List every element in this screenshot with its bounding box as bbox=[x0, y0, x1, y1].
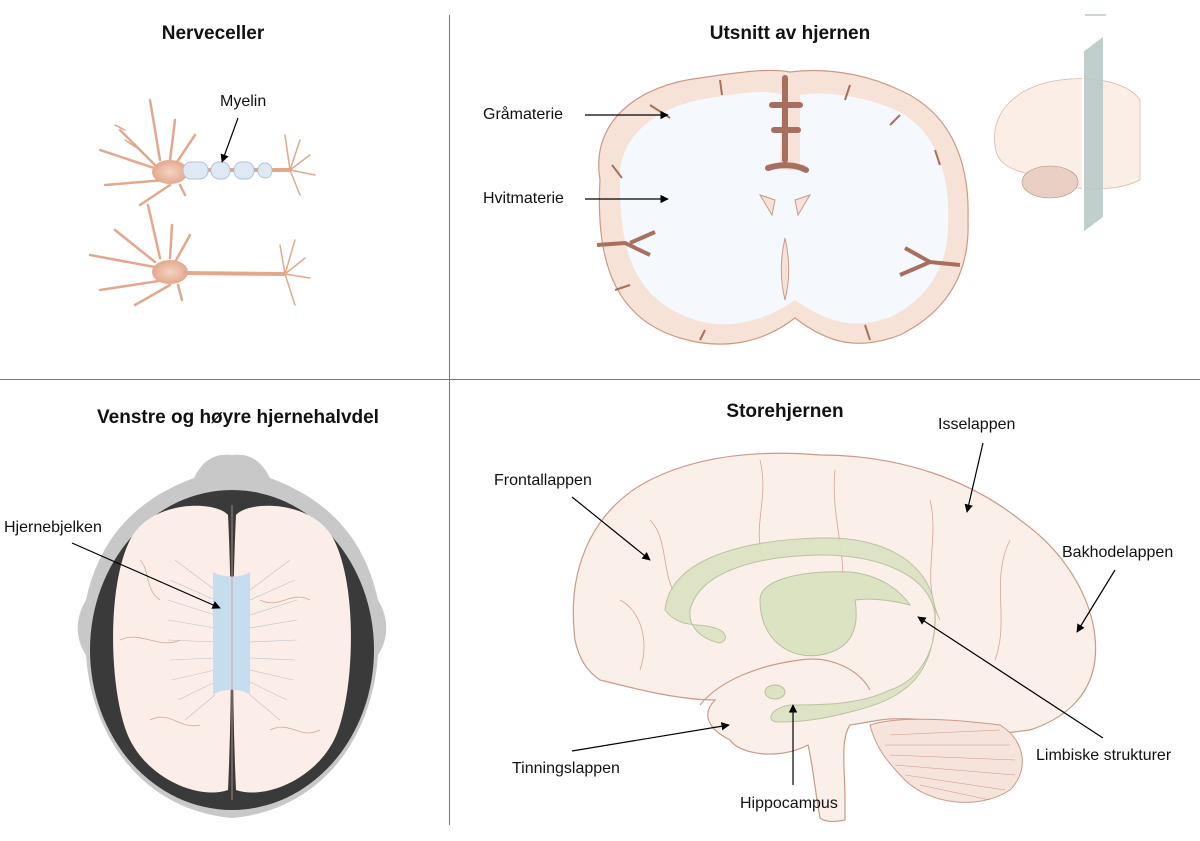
skull-top-view bbox=[77, 454, 387, 818]
coronal-section bbox=[596, 69, 969, 345]
hippocampus-label: Hippocampus bbox=[740, 795, 838, 812]
cerebrum-title: Storehjernen bbox=[726, 401, 844, 422]
section-title: Utsnitt av hjernen bbox=[709, 23, 871, 44]
limbic-label: Limbiske strukturer bbox=[1036, 747, 1172, 764]
myelinated-neuron bbox=[98, 98, 316, 207]
white-matter-label: Hvitmaterie bbox=[483, 190, 564, 207]
myelin-arrow bbox=[220, 117, 239, 163]
brain-plane-icon bbox=[994, 14, 1141, 232]
corpus-callosum-arrow bbox=[71, 542, 221, 609]
hemispheres-title: Venstre og høyre hjernehalvdel bbox=[97, 407, 379, 428]
temporal-label: Tinningslappen bbox=[512, 760, 620, 777]
occipital-arrow bbox=[1076, 569, 1116, 633]
horizontal-divider bbox=[0, 379, 1200, 380]
vertical-divider bbox=[449, 15, 450, 825]
occipital-label: Bakhodelappen bbox=[1062, 544, 1174, 561]
gray-matter-label: Gråmaterie bbox=[483, 106, 564, 123]
myelin-sheaths bbox=[182, 161, 273, 180]
myelin-label: Myelin bbox=[220, 93, 267, 110]
corpus-callosum-label: Hjernebjelken bbox=[4, 519, 102, 536]
temporal-arrow bbox=[571, 722, 730, 752]
parietal-arrow bbox=[964, 442, 984, 513]
limbic-arrow bbox=[917, 616, 1104, 739]
frontal-label: Frontallappen bbox=[494, 472, 592, 489]
parietal-label: Isselappen bbox=[938, 416, 1016, 433]
neurons-title: Nerveceller bbox=[161, 23, 265, 44]
lateral-brain bbox=[572, 452, 1097, 822]
frontal-arrow bbox=[571, 496, 651, 561]
unmyelinated-neuron bbox=[88, 203, 311, 307]
